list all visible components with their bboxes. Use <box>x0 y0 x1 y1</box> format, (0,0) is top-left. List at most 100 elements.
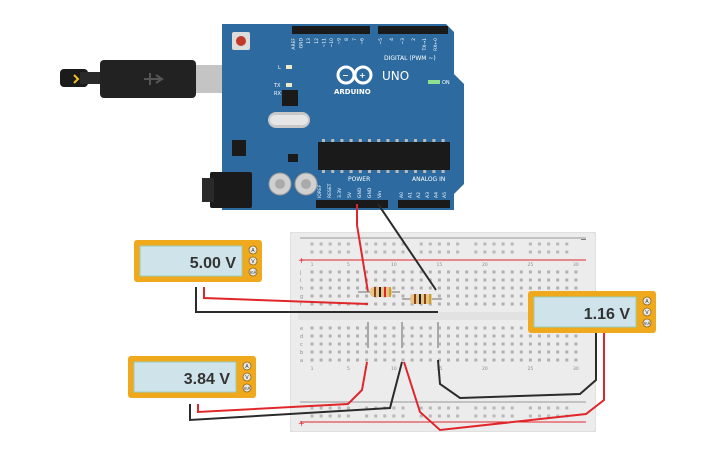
multimeter-2-terminal-a[interactable] <box>242 361 252 371</box>
terminal-hole[interactable] <box>383 342 387 346</box>
rail-hole[interactable] <box>437 414 441 418</box>
terminal-hole[interactable] <box>392 358 396 362</box>
terminal-hole[interactable] <box>319 342 323 346</box>
terminal-hole[interactable] <box>510 286 514 290</box>
rail-hole[interactable] <box>346 414 350 418</box>
terminal-hole[interactable] <box>410 342 414 346</box>
rail-hole[interactable] <box>510 250 514 254</box>
terminal-hole[interactable] <box>565 270 569 274</box>
terminal-hole[interactable] <box>492 302 496 306</box>
terminal-hole[interactable] <box>492 294 496 298</box>
terminal-hole[interactable] <box>465 286 469 290</box>
multimeter-3-terminal-ma[interactable] <box>642 318 652 328</box>
terminal-hole[interactable] <box>492 270 496 274</box>
terminal-hole[interactable] <box>437 270 441 274</box>
terminal-hole[interactable] <box>483 294 487 298</box>
terminal-hole[interactable] <box>310 334 314 338</box>
terminal-hole[interactable] <box>410 278 414 282</box>
terminal-hole[interactable] <box>510 342 514 346</box>
mm3-black-lead[interactable] <box>437 332 597 400</box>
terminal-hole[interactable] <box>556 358 560 362</box>
terminal-hole[interactable] <box>456 326 460 330</box>
terminal-hole[interactable] <box>392 326 396 330</box>
terminal-hole[interactable] <box>565 286 569 290</box>
terminal-hole[interactable] <box>383 326 387 330</box>
terminal-hole[interactable] <box>319 302 323 306</box>
rail-hole[interactable] <box>428 406 432 410</box>
rail-hole[interactable] <box>383 242 387 246</box>
terminal-hole[interactable] <box>346 286 350 290</box>
rail-hole[interactable] <box>392 250 396 254</box>
terminal-hole[interactable] <box>519 294 523 298</box>
terminal-hole[interactable] <box>346 278 350 282</box>
terminal-hole[interactable] <box>574 358 578 362</box>
rail-hole[interactable] <box>547 250 551 254</box>
rail-hole[interactable] <box>538 250 541 254</box>
rail-hole[interactable] <box>437 250 441 254</box>
terminal-hole[interactable] <box>410 286 414 290</box>
rail-hole[interactable] <box>401 406 405 410</box>
terminal-hole[interactable] <box>574 270 578 274</box>
rail-hole[interactable] <box>337 250 341 254</box>
header-digital-high[interactable] <box>292 26 370 34</box>
terminal-hole[interactable] <box>556 350 560 354</box>
terminal-hole[interactable] <box>510 350 514 354</box>
terminal-hole[interactable] <box>346 350 350 354</box>
terminal-hole[interactable] <box>346 342 350 346</box>
rail-hole[interactable] <box>401 242 405 246</box>
terminal-hole[interactable] <box>428 270 432 274</box>
terminal-hole[interactable] <box>483 326 487 330</box>
rail-hole[interactable] <box>528 414 532 418</box>
terminal-hole[interactable] <box>310 286 314 290</box>
terminal-hole[interactable] <box>383 334 387 338</box>
terminal-hole[interactable] <box>501 294 505 298</box>
terminal-hole[interactable] <box>310 294 314 298</box>
header-analog[interactable] <box>398 200 450 208</box>
terminal-hole[interactable] <box>319 270 323 274</box>
rail-hole[interactable] <box>319 414 323 418</box>
rail-hole[interactable] <box>310 414 314 418</box>
rail-hole[interactable] <box>392 406 396 410</box>
terminal-hole[interactable] <box>483 334 487 338</box>
rail-hole[interactable] <box>328 250 332 254</box>
terminal-hole[interactable] <box>501 286 505 290</box>
terminal-hole[interactable] <box>428 286 432 290</box>
rail-hole[interactable] <box>401 414 405 418</box>
rail-hole[interactable] <box>346 242 350 246</box>
rail-hole[interactable] <box>337 406 341 410</box>
terminal-hole[interactable] <box>519 326 523 330</box>
terminal-hole[interactable] <box>419 270 423 274</box>
terminal-hole[interactable] <box>528 342 532 346</box>
rail-hole[interactable] <box>456 250 460 254</box>
terminal-hole[interactable] <box>337 342 341 346</box>
multimeter-2-terminal-v[interactable] <box>242 372 252 382</box>
terminal-hole[interactable] <box>356 278 359 282</box>
rail-hole[interactable] <box>474 250 478 254</box>
rail-hole[interactable] <box>510 406 514 410</box>
terminal-hole[interactable] <box>392 350 396 354</box>
terminal-hole[interactable] <box>419 342 423 346</box>
power-jack[interactable] <box>210 172 252 208</box>
rail-hole[interactable] <box>328 242 332 246</box>
rail-hole[interactable] <box>538 414 541 418</box>
rail-hole[interactable] <box>428 414 432 418</box>
terminal-hole[interactable] <box>474 350 478 354</box>
rail-hole[interactable] <box>556 242 560 246</box>
terminal-hole[interactable] <box>437 278 441 282</box>
terminal-hole[interactable] <box>428 334 432 338</box>
mm1-red-lead[interactable] <box>203 287 369 305</box>
terminal-hole[interactable] <box>556 334 560 338</box>
terminal-hole[interactable] <box>392 334 396 338</box>
terminal-hole[interactable] <box>328 286 332 290</box>
terminal-hole[interactable] <box>501 278 505 282</box>
rail-hole[interactable] <box>492 414 496 418</box>
rail-hole[interactable] <box>392 414 396 418</box>
terminal-hole[interactable] <box>328 358 332 362</box>
terminal-hole[interactable] <box>456 350 460 354</box>
terminal-hole[interactable] <box>310 350 314 354</box>
rail-hole[interactable] <box>565 250 569 254</box>
terminal-hole[interactable] <box>365 294 369 298</box>
rail-hole[interactable] <box>474 406 478 410</box>
rail-hole[interactable] <box>501 414 505 418</box>
terminal-hole[interactable] <box>328 270 332 274</box>
